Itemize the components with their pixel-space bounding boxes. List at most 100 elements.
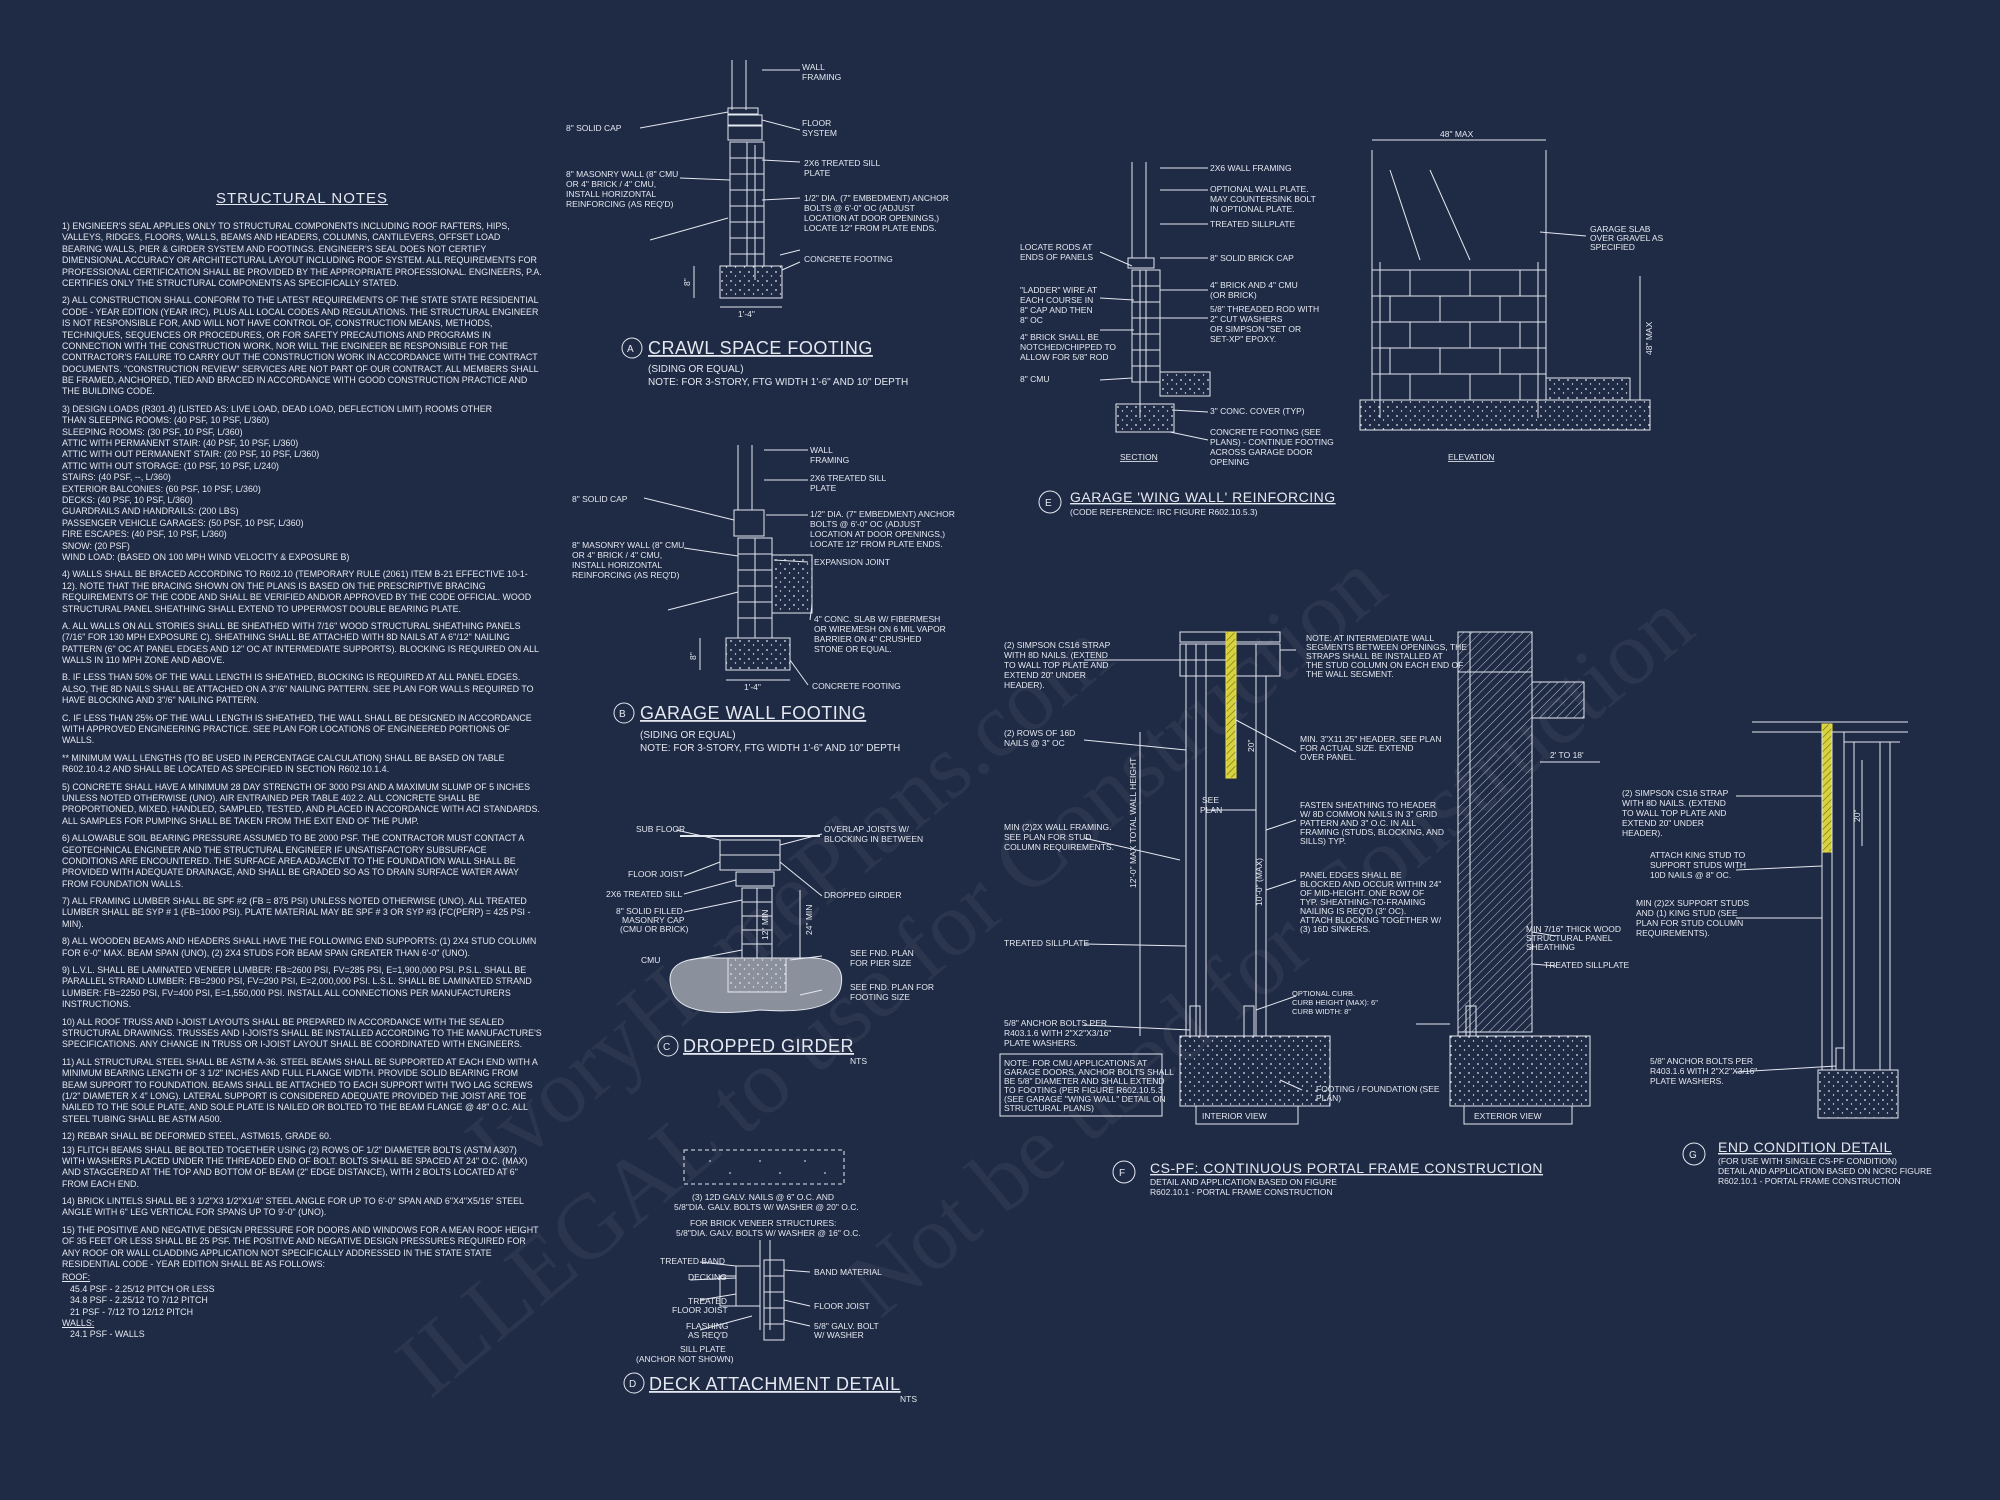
cs16-strap bbox=[1225, 631, 1237, 779]
detail-f-label: EXTEND 20" UNDER bbox=[1004, 670, 1086, 680]
detail-e-label: GARAGE SLAB bbox=[1590, 224, 1651, 234]
detail-e-label: 5/8" THREADED ROD WITH bbox=[1210, 304, 1319, 314]
load-line: ATTIC WITH OUT PERMANENT STAIR: (20 PSF,… bbox=[62, 449, 320, 460]
detail-a-label: LOCATE 12" FROM PLATE ENDS. bbox=[804, 223, 937, 233]
detail-f-exterior-view: EXTERIOR VIEW bbox=[1474, 1111, 1542, 1121]
detail-e-label: OR SIMPSON "SET OR bbox=[1210, 324, 1301, 334]
detail-d-label: (3) 12d GALV. NAILS @ 6" O.C. AND bbox=[692, 1192, 834, 1202]
detail-b-label: STONE OR EQUAL. bbox=[814, 644, 892, 654]
detail-f-tag-letter: F bbox=[1119, 1168, 1125, 1179]
detail-b-dim: 1'-4" bbox=[744, 682, 761, 692]
detail-c-dim: 12" MIN bbox=[760, 910, 770, 940]
load-line: PASSENGER VEHICLE GARAGES: (50 PSF, 10 P… bbox=[62, 517, 304, 528]
detail-f-label: SEE bbox=[1202, 795, 1219, 805]
detail-e-label: MAY COUNTERSINK BOLT bbox=[1210, 194, 1316, 204]
detail-g-label: EXTEND 20" UNDER bbox=[1622, 818, 1704, 828]
detail-c-label: SEE FND. PLAN FOR bbox=[850, 982, 934, 992]
detail-c-label: MASONRY CAP bbox=[622, 915, 685, 925]
detail-b-tag: B bbox=[613, 702, 635, 724]
detail-f-label: FOR ACTUAL SIZE. EXTEND bbox=[1300, 743, 1414, 753]
detail-c-label: SUB FLOOR bbox=[636, 824, 685, 834]
detail-f-label: OVER PANEL. bbox=[1300, 752, 1356, 762]
detail-d-label: FOR BRICK VENEER STRUCTURES: bbox=[690, 1218, 836, 1228]
detail-g-label: AND (1) KING STUD (SEE bbox=[1636, 908, 1738, 918]
detail-e-label: 8" CMU bbox=[1020, 374, 1049, 384]
detail-a-dim: 1'-4" bbox=[738, 309, 755, 319]
detail-f-label: GARAGE DOORS, ANCHOR BOLTS SHALL bbox=[1004, 1067, 1174, 1077]
detail-d-label: DECKING bbox=[688, 1272, 727, 1282]
detail-b-label: EXPANSION JOINT bbox=[814, 557, 890, 567]
detail-f-dim: 12'-0" MAX TOTAL WALL HEIGHT bbox=[1128, 758, 1138, 888]
note-item: 13) FLITCH BEAMS SHALL BE BOLTED TOGETHE… bbox=[62, 1144, 528, 1189]
note-item: ** MINIMUM WALL LENGTHS (TO BE USED IN P… bbox=[62, 752, 505, 775]
detail-b-label: 1/2" DIA. (7" EMBEDMENT) ANCHOR bbox=[810, 509, 955, 519]
load-line: EXTERIOR BALCONIES: (60 PSF, 10 PSF, L/3… bbox=[62, 483, 261, 494]
load-line: ATTIC WITH PERMANENT STAIR: (40 PSF, 10 … bbox=[62, 438, 299, 449]
detail-e-label: 4" BRICK AND 4" CMU bbox=[1210, 280, 1298, 290]
detail-d-label: TREATED bbox=[688, 1296, 727, 1306]
note-item: 9) L.V.L. SHALL BE LAMINATED VENEER LUMB… bbox=[62, 965, 532, 1010]
detail-b-label: 8" SOLID CAP bbox=[572, 494, 628, 504]
detail-f-dim: 2' TO 18' bbox=[1550, 750, 1584, 760]
detail-g-label: MIN (2)2X SUPPORT STUDS bbox=[1636, 898, 1749, 908]
cmu-wall bbox=[729, 141, 765, 267]
detail-e-label: 8" CAP AND THEN bbox=[1020, 305, 1093, 315]
detail-a-label: OR 4" BRICK / 4" CMU, bbox=[566, 179, 656, 189]
detail-e-tag-letter: E bbox=[1045, 498, 1052, 509]
detail-e-label: SPECIFIED bbox=[1590, 242, 1635, 252]
detail-b-garage-wall-footing bbox=[643, 445, 813, 686]
detail-a-label: 2x6 TREATED SILL bbox=[804, 158, 880, 168]
detail-e-elevation-label: ELEVATION bbox=[1448, 452, 1494, 462]
detail-a-label: PLATE bbox=[804, 168, 831, 178]
detail-e-label: 4" BRICK SHALL BE bbox=[1020, 332, 1099, 342]
structural-notes: STRUCTURAL NOTES 1) ENGINEER'S SEAL APPL… bbox=[62, 190, 542, 1341]
detail-g-label: PLATE WASHERS. bbox=[1650, 1076, 1724, 1086]
detail-b-subtitle: (SIDING OR EQUAL) bbox=[640, 730, 736, 741]
detail-a-note: NOTE: FOR 3-STORY, FTG WIDTH 1'-6" AND 1… bbox=[648, 377, 908, 388]
detail-f-label: TREATED SILLPLATE bbox=[1004, 938, 1090, 948]
detail-f-label: HEADER). bbox=[1004, 680, 1045, 690]
detail-e-dim: 48" MAX bbox=[1440, 129, 1474, 139]
detail-b-label: OR 4" BRICK / 4" CMU, bbox=[572, 550, 662, 560]
detail-a-label: FLOOR bbox=[802, 118, 831, 128]
detail-f-label: NAILING IS REQ'D (3" OC). bbox=[1300, 906, 1406, 916]
pressure-line: 24.1 PSF - WALLS bbox=[70, 1329, 145, 1340]
detail-f-label: FOOTING / FOUNDATION (SEE bbox=[1316, 1084, 1440, 1094]
detail-f-label: THE STUD COLUMN ON EACH END OF bbox=[1306, 660, 1463, 670]
detail-a-crawl-space-footing bbox=[639, 60, 801, 308]
detail-f-label: R403.1.6 WITH 2"x2"x3/16" bbox=[1004, 1028, 1111, 1038]
detail-b-label: LOCATE 12" FROM PLATE ENDS. bbox=[810, 539, 943, 549]
walls-heading: WALLS: bbox=[62, 1317, 95, 1328]
note-item: 2) ALL CONSTRUCTION SHALL CONFORM TO THE… bbox=[62, 295, 539, 397]
detail-f-label: SEGMENTS BETWEEN OPENINGS, THE bbox=[1306, 642, 1467, 652]
note-item: c. IF LESS THAN 25% OF THE WALL LENGTH I… bbox=[62, 712, 532, 746]
detail-a-label: INSTALL HORIZONTAL bbox=[566, 189, 656, 199]
detail-e-dim: 48" MAX bbox=[1644, 321, 1654, 355]
detail-f-label: WITH 8d NAILS. (EXTEND bbox=[1004, 650, 1108, 660]
detail-g-label: ATTACH KING STUD TO bbox=[1650, 850, 1746, 860]
note-item: 1) ENGINEER'S SEAL APPLIES ONLY TO STRUC… bbox=[62, 221, 542, 288]
detail-f-label: TYP. SHEATHING-TO-FRAMING bbox=[1300, 897, 1426, 907]
note-item: 11) ALL STRUCTURAL STEEL SHALL BE ASTM A… bbox=[62, 1056, 538, 1124]
detail-d-label: 5/8"dia. GALV. BOLTS W/ WASHER @ 16" O.C… bbox=[676, 1228, 861, 1238]
detail-a-label: FRAMING bbox=[802, 72, 841, 82]
detail-g-label: SUPPORT STUDS WITH bbox=[1650, 860, 1746, 870]
detail-e-subtitle: (CODE REFERENCE: IRC FIGURE R602.10.5.3) bbox=[1070, 507, 1258, 517]
detail-b-label: LOCATION AT DOOR OPENINGS,) bbox=[810, 529, 945, 539]
detail-b-label: 4" CONC. SLAB w/ FIBERMESH bbox=[814, 614, 940, 624]
detail-f-label: (2) ROWS OF 16d bbox=[1004, 728, 1075, 738]
detail-f-label: (SEE GARAGE "WING WALL" DETAIL ON bbox=[1004, 1094, 1166, 1104]
detail-b-label: CONCRETE FOOTING bbox=[812, 681, 901, 691]
detail-d-label: 5/8"dia. GALV. BOLTS W/ WASHER @ 20" O.C… bbox=[674, 1202, 859, 1212]
design-loads-list: 3) DESIGN LOADS (R301.4) (LISTED AS: LIV… bbox=[62, 404, 542, 563]
detail-f-label: PANEL EDGES SHALL BE bbox=[1300, 870, 1402, 880]
detail-e-title: GARAGE 'WING WALL' REINFORCING bbox=[1070, 489, 1336, 505]
detail-d-label: FLASHING bbox=[686, 1321, 729, 1331]
detail-d-tag: D bbox=[623, 1372, 645, 1394]
detail-g-tag: G bbox=[1682, 1142, 1706, 1166]
cmu-note-box bbox=[999, 1053, 1163, 1117]
notes-title: STRUCTURAL NOTES bbox=[215, 190, 389, 207]
load-line: GUARDRAILS AND HANDRAILS: (200 LBS) bbox=[62, 506, 239, 517]
detail-f-label: CURB WIDTH: 8" bbox=[1292, 1007, 1351, 1016]
